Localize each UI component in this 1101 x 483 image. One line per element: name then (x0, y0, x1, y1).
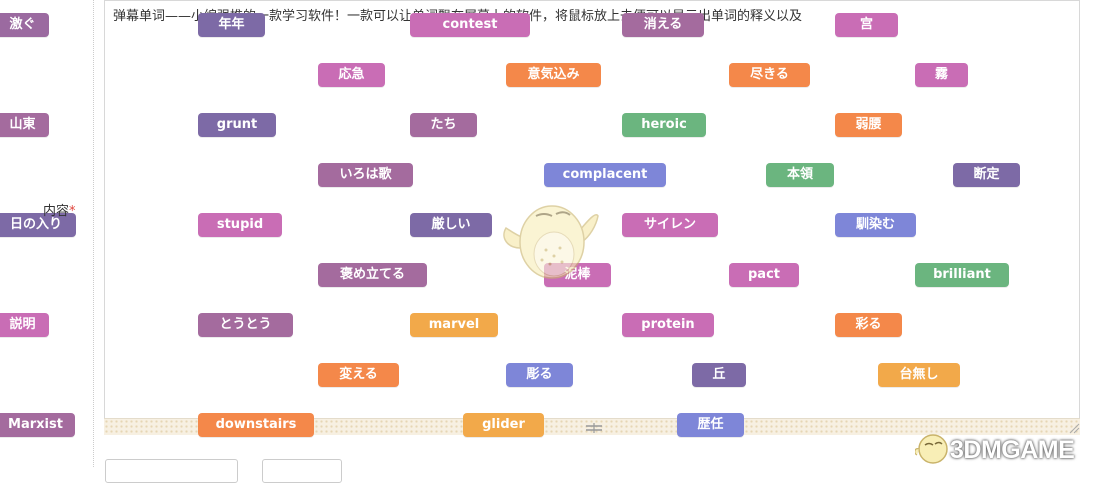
word-tag[interactable]: 馴染む (835, 213, 916, 237)
left-tag[interactable]: 山東 (0, 113, 49, 137)
word-tag[interactable]: grunt (198, 113, 276, 137)
word-tag[interactable]: 尽きる (729, 63, 810, 87)
word-tag[interactable]: たち (410, 113, 477, 137)
word-tag[interactable]: brilliant (915, 263, 1009, 287)
word-tag[interactable]: protein (622, 313, 714, 337)
cancel-button[interactable] (262, 459, 342, 483)
word-tag[interactable]: 霧 (915, 63, 968, 87)
word-tag[interactable]: 変える (318, 363, 399, 387)
word-tag[interactable]: complacent (544, 163, 666, 187)
word-tag[interactable]: サイレン (622, 213, 718, 237)
left-tag[interactable]: 激ぐ (0, 13, 49, 37)
word-tag[interactable]: glider (463, 413, 544, 437)
word-tag[interactable]: 彩る (835, 313, 902, 337)
mascot-bird-icon (503, 205, 599, 279)
word-tag[interactable]: 丘 (692, 363, 746, 387)
watermark-text: 3DMGAME (950, 436, 1075, 464)
word-tag[interactable]: 断定 (953, 163, 1020, 187)
word-tag[interactable]: 彫る (506, 363, 573, 387)
word-tag[interactable]: 年年 (198, 13, 265, 37)
left-tag[interactable]: Marxist (0, 413, 75, 437)
word-tag[interactable]: 宫 (835, 13, 898, 37)
word-tag[interactable]: pact (729, 263, 799, 287)
resize-grip-icon[interactable] (1069, 423, 1080, 434)
word-tag[interactable]: heroic (622, 113, 706, 137)
word-tag[interactable]: 応急 (318, 63, 385, 87)
watermark-logo-icon (915, 434, 948, 464)
word-tag[interactable]: 褒め立てる (318, 263, 427, 287)
drag-handle-icon[interactable] (585, 423, 603, 433)
word-tag[interactable]: marvel (410, 313, 498, 337)
word-tag[interactable]: いろは歌 (318, 163, 413, 187)
word-tag[interactable]: 弱腰 (835, 113, 902, 137)
word-tag[interactable]: 本領 (766, 163, 834, 187)
left-tag[interactable]: 日の入り (0, 213, 76, 237)
word-tag[interactable]: downstairs (198, 413, 314, 437)
word-tag[interactable]: 歴任 (677, 413, 744, 437)
left-tag[interactable]: 説明 (0, 313, 49, 337)
word-tag[interactable]: 厳しい (410, 213, 492, 237)
required-mark: * (69, 204, 76, 219)
content-label: 内容* (43, 204, 76, 219)
word-tag[interactable]: contest (410, 13, 530, 37)
word-tag[interactable]: 意気込み (506, 63, 601, 87)
word-tag[interactable]: とうとう (198, 313, 293, 337)
word-tag[interactable]: 消える (622, 13, 704, 37)
word-tag[interactable]: 台無し (878, 363, 960, 387)
word-tag[interactable]: stupid (198, 213, 282, 237)
submit-button[interactable] (105, 459, 238, 483)
column-separator (93, 0, 94, 467)
